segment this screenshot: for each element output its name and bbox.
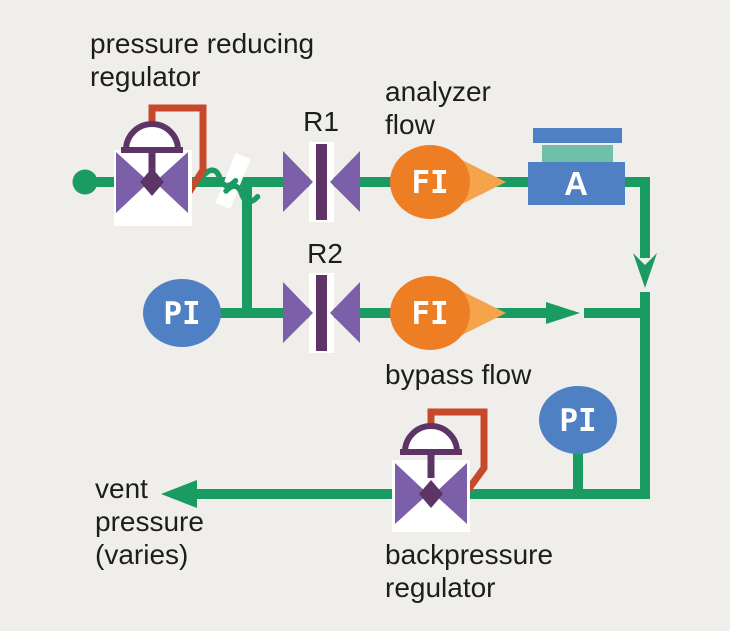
pressure-indicator-outlet-symbol: PI <box>539 386 617 454</box>
fi-analyzer-bubble-icon <box>390 145 470 219</box>
text-labels: pressure reducing regulator analyzer flo… <box>90 28 553 603</box>
valve-r1-symbol <box>283 142 360 222</box>
analyzer-flow-label-line2: flow <box>385 109 436 140</box>
regulator-diaphragm-dome-icon <box>122 121 182 153</box>
fi-analyzer-label: FI <box>411 165 448 201</box>
inlet-dot <box>72 169 98 195</box>
flow-indicator-bypass-symbol: FI <box>390 276 506 350</box>
valve-r1-label: R1 <box>303 106 339 137</box>
bypass-arrow-icon <box>546 302 580 324</box>
backpressure-regulator-symbol <box>392 408 488 532</box>
flow-indicator-analyzer-symbol: FI <box>390 145 506 219</box>
regulator-plug <box>140 168 164 196</box>
regulator-feedback-loop-icon <box>148 104 207 199</box>
valve-r1-needle <box>316 144 327 220</box>
analyzer-mid-bar <box>542 145 613 162</box>
pipe-break-icon <box>201 152 261 210</box>
backpressure-regulator-label-line1: backpressure <box>385 539 553 570</box>
analyzer-label: A <box>564 165 588 202</box>
pressure-indicator-inlet-symbol: PI <box>143 279 221 347</box>
regulator-valve-left-wing <box>116 152 149 213</box>
bypass-flow-label: bypass flow <box>385 359 532 390</box>
valve-r2-symbol <box>283 273 360 353</box>
regulator-stem <box>148 150 156 176</box>
valve-r1-left-wing <box>283 151 313 212</box>
vent-pressure-label-line3: (varies) <box>95 539 188 570</box>
pi-outlet-label: PI <box>559 403 596 439</box>
pi-outlet-bubble-icon <box>539 386 617 454</box>
valve-r2-label: R2 <box>307 238 343 269</box>
pressure-reducing-regulator-label-line2: regulator <box>90 61 201 92</box>
analyzer-outlet-line <box>625 177 650 258</box>
backpressure-plug <box>419 480 443 508</box>
regulator-valve-right-wing <box>155 152 188 213</box>
pressure-reducing-regulator-symbol <box>114 104 207 226</box>
vent-pressure-label-line1: vent <box>95 473 148 504</box>
vent-arrow-icon <box>161 480 197 508</box>
fi-bypass-bubble-icon <box>390 276 470 350</box>
analyzer-top-bar <box>533 128 622 143</box>
backpressure-valve-right-wing <box>434 463 467 524</box>
analyzer-body <box>528 162 625 205</box>
pi-inlet-label: PI <box>163 296 200 332</box>
valve-r1-right-wing <box>330 151 360 212</box>
backpressure-diaphragm-dome-icon <box>401 423 461 455</box>
down-arrow-icon <box>633 253 657 288</box>
pipe-break-wave-2 <box>223 183 261 205</box>
pressure-reducing-regulator-label-line1: pressure reducing <box>90 28 314 59</box>
vent-pressure-label-line2: pressure <box>95 506 204 537</box>
backpressure-feedback-loop-icon <box>427 408 488 497</box>
backpressure-stem <box>427 452 435 478</box>
valve-r2-right-wing <box>330 282 360 343</box>
pi-inlet-bubble-icon <box>143 279 221 347</box>
backpressure-regulator-label-line2: regulator <box>385 572 496 603</box>
fi-bypass-label: FI <box>411 296 448 332</box>
vent-line <box>196 292 650 499</box>
valve-r2-left-wing <box>283 282 313 343</box>
backpressure-valve-left-wing <box>395 463 428 524</box>
analyzer-symbol: A <box>528 128 625 205</box>
analyzer-flow-label-line1: analyzer <box>385 76 491 107</box>
valve-r2-needle <box>316 275 327 351</box>
